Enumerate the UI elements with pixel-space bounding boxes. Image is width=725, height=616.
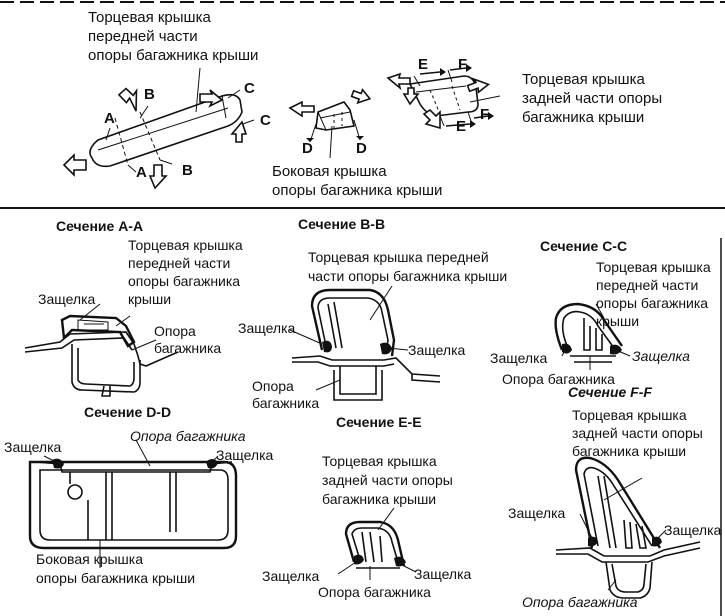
section-ff-drawing bbox=[555, 456, 701, 599]
section-cc-latch-right-label: Защелка bbox=[632, 348, 690, 364]
section-bb-latch-left-label: Защелка bbox=[238, 320, 296, 336]
section-dd-latch-right-label: Защелка bbox=[216, 447, 274, 463]
letter-c-bottom: C bbox=[260, 112, 271, 129]
letter-f-top: F bbox=[458, 56, 468, 73]
side-cover-leader bbox=[329, 125, 333, 159]
rear-cover-label: Торцевая крышка задней части опоры багаж… bbox=[522, 71, 663, 126]
rear-cover-drawing bbox=[386, 64, 494, 130]
letter-e-bottom: E bbox=[456, 118, 467, 135]
section-dd-latch-left-label: Защелка bbox=[4, 439, 62, 455]
section-ff-title: Сечение F-F bbox=[568, 384, 652, 400]
letter-d-left: D bbox=[302, 140, 313, 157]
section-aa-support-label: Опора багажника bbox=[154, 323, 222, 356]
section-dd-cover-label: Боковая крышка опоры багажника крыши bbox=[36, 551, 196, 586]
letter-a-bottom: A bbox=[136, 164, 147, 181]
letter-b-bottom: B bbox=[182, 162, 193, 179]
section-ff-latch-right-label: Защелка bbox=[664, 522, 722, 538]
letter-a-top: A bbox=[104, 110, 115, 127]
section-bb-support-label: Опора багажника bbox=[252, 378, 320, 411]
section-aa-title: Сечение A-A bbox=[56, 218, 144, 234]
section-ff-cover-label: Торцевая крышка задней части опоры багаж… bbox=[572, 407, 703, 459]
section-bb-cover-label: Торцевая крышка передней части опоры баг… bbox=[308, 249, 508, 284]
section-ee-drawing bbox=[344, 520, 406, 569]
section-ff-support-label: Опора багажника bbox=[522, 594, 638, 610]
section-aa-cover-label: Торцевая крышка передней части опоры баг… bbox=[128, 237, 243, 307]
letter-c-top: C bbox=[244, 80, 255, 97]
section-aa-latch-label: Защелка bbox=[38, 291, 96, 307]
front-cover-drawing bbox=[89, 89, 255, 173]
section-ee-latch-left-label: Защелка bbox=[262, 568, 320, 584]
letter-d-right: D bbox=[356, 140, 367, 157]
letter-b-top: B bbox=[144, 86, 155, 103]
section-cc-cover-label: Торцевая крышка передней части опоры баг… bbox=[596, 259, 711, 329]
section-bb-drawing bbox=[291, 288, 441, 401]
section-ee-support-label: Опора багажника bbox=[318, 584, 431, 600]
section-ee-latch-right-label: Защелка bbox=[414, 566, 472, 582]
section-dd-title: Сечение D-D bbox=[84, 404, 172, 420]
section-bb-latch-right-label: Защелка bbox=[408, 342, 466, 358]
letter-e-top: E bbox=[418, 56, 429, 73]
section-ee-cover-label: Торцевая крышка задней части опоры багаж… bbox=[322, 453, 453, 507]
rear-cover-leader bbox=[469, 95, 501, 103]
section-cc-title: Сечение C-C bbox=[540, 238, 628, 254]
section-ee-title: Сечение E-E bbox=[336, 414, 422, 430]
section-dd-drawing bbox=[28, 458, 238, 550]
section-cc-support-label: Опора багажника bbox=[502, 371, 615, 387]
front-cover-leader bbox=[195, 67, 201, 113]
section-cc-drawing bbox=[554, 302, 623, 363]
section-dd-support-label: Опора багажника bbox=[130, 428, 246, 444]
section-leaders bbox=[43, 285, 667, 591]
section-aa-drawing bbox=[24, 314, 179, 397]
section-ff-latch-left-label: Защелка bbox=[508, 505, 566, 521]
side-cover-drawing bbox=[288, 88, 372, 143]
section-bb-title: Сечение B-B bbox=[298, 216, 386, 232]
front-cover-label: Торцевая крышка передней части опоры баг… bbox=[88, 9, 259, 64]
letter-f-bottom: F bbox=[480, 106, 490, 123]
section-cc-latch-left-label: Защелка bbox=[490, 350, 548, 366]
front-cover-arrows bbox=[62, 87, 248, 190]
side-cover-label: Боковая крышка опоры багажника крыши bbox=[272, 163, 443, 199]
